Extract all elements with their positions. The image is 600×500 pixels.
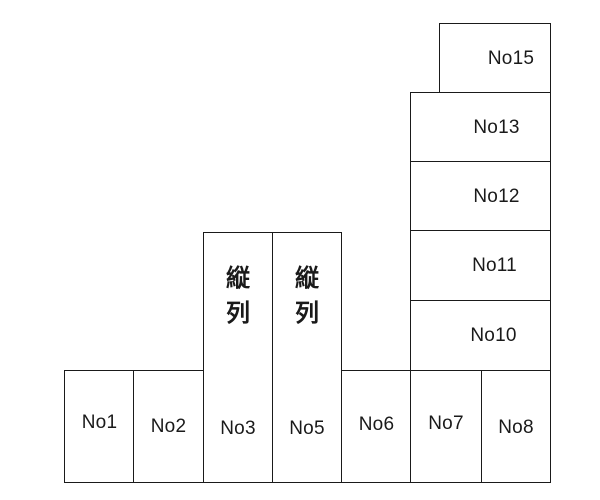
- cell-no1: No1: [64, 370, 135, 483]
- cell-no6: No6: [341, 370, 412, 483]
- cell-no2: No2: [133, 370, 204, 483]
- cell-no12-label: No12: [473, 185, 520, 207]
- cell-no15: No15: [439, 23, 551, 94]
- cell-no10: No10: [410, 300, 551, 372]
- cell-no8: No8: [481, 370, 551, 483]
- cell-no2-label: No2: [150, 415, 187, 437]
- cell-no13-label: No13: [473, 116, 520, 138]
- cell-no3-label: No3: [220, 418, 256, 439]
- cell-no5-tall-column: 縦列 No5: [272, 232, 342, 483]
- cell-no1-label: No1: [81, 411, 118, 433]
- cell-no10-label: No10: [470, 325, 517, 346]
- cell-no7-label: No7: [428, 412, 464, 434]
- cell-no7: No7: [410, 370, 482, 483]
- cell-no11: No11: [410, 230, 551, 302]
- cell-no11-label: No11: [472, 255, 517, 276]
- cell-no5-label: No5: [289, 418, 325, 439]
- cell-no8-label: No8: [498, 416, 534, 438]
- cell-no6-label: No6: [358, 413, 395, 435]
- cell-no15-label: No15: [487, 47, 535, 69]
- cell-no12: No12: [410, 161, 551, 232]
- cell-no3-tall-column: 縦列 No3: [203, 232, 273, 483]
- cell-no13: No13: [410, 92, 551, 163]
- vertical-label-no5: 縦列: [295, 264, 320, 327]
- vertical-label-no3: 縦列: [226, 264, 251, 327]
